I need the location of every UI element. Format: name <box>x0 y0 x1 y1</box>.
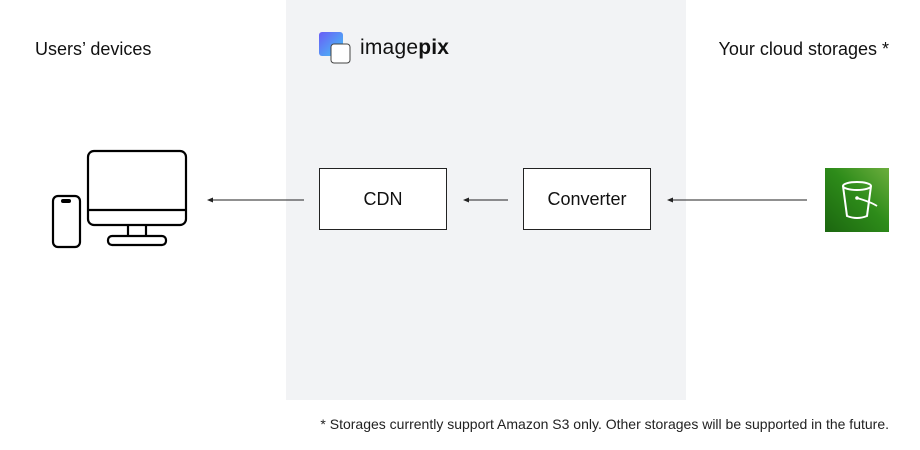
arrow-storage-to-converter <box>667 197 807 203</box>
brand-name: imagepix <box>360 36 449 60</box>
arrow-cdn-to-devices <box>207 197 304 203</box>
users-devices-label: Users’ devices <box>35 39 152 59</box>
imagepix-logo-icon <box>319 32 351 64</box>
storage-footnote: * Storages currently support Amazon S3 o… <box>320 416 889 432</box>
desktop-and-phone-icon <box>51 149 188 249</box>
converter-label: Converter <box>547 188 627 209</box>
amazon-s3-bucket-icon <box>825 168 889 232</box>
bucket-glyph <box>842 181 878 219</box>
converter-node: Converter <box>523 168 651 230</box>
cloud-storages-label: Your cloud storages * <box>718 39 889 59</box>
arrow-converter-to-cdn <box>463 197 508 203</box>
cdn-label: CDN <box>363 188 403 209</box>
cdn-node: CDN <box>319 168 447 230</box>
brand-name-suffix: pix <box>418 36 450 59</box>
imagepix-logo: imagepix <box>318 32 449 64</box>
brand-name-prefix: image <box>360 36 419 59</box>
